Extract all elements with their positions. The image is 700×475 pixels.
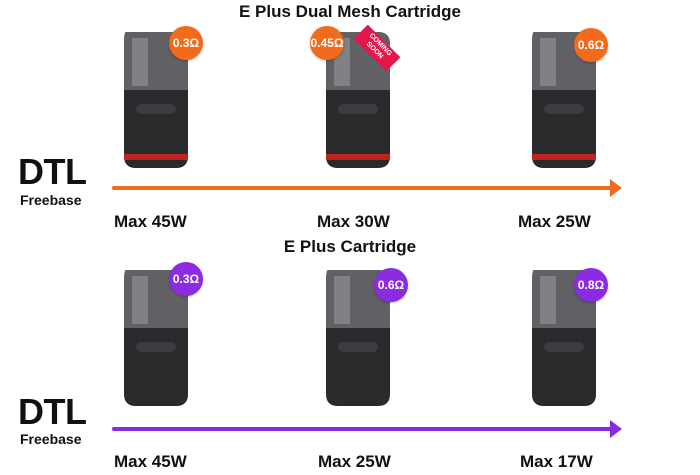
arrow-purple: [112, 420, 622, 438]
resistance-badge: 0.3Ω: [169, 262, 203, 296]
dtl-label: DTL: [18, 391, 87, 432]
resistance-badge: 0.45Ω: [310, 26, 344, 60]
resistance-badge: 0.3Ω: [169, 26, 203, 60]
arrow-orange: [112, 179, 622, 197]
section-title-e-plus: E Plus Cartridge: [283, 237, 417, 256]
max-power-label: Max 30W: [317, 212, 390, 231]
cartridge-pod-image: [526, 266, 602, 408]
max-power-label: Max 25W: [518, 212, 591, 231]
resistance-badge: 0.6Ω: [374, 268, 408, 302]
max-power-label: Max 45W: [114, 212, 187, 231]
max-power-label: Max 45W: [114, 452, 187, 471]
dtl-label: DTL: [18, 151, 87, 192]
freebase-label: Freebase: [20, 192, 82, 208]
max-power-label: Max 17W: [520, 452, 593, 471]
cartridge-pod-image: [320, 28, 396, 170]
resistance-badge: 0.8Ω: [574, 268, 608, 302]
max-power-label: Max 25W: [318, 452, 391, 471]
resistance-badge: 0.6Ω: [574, 28, 608, 62]
section-title-dual-mesh: E Plus Dual Mesh Cartridge: [239, 2, 461, 21]
freebase-label: Freebase: [20, 431, 82, 447]
